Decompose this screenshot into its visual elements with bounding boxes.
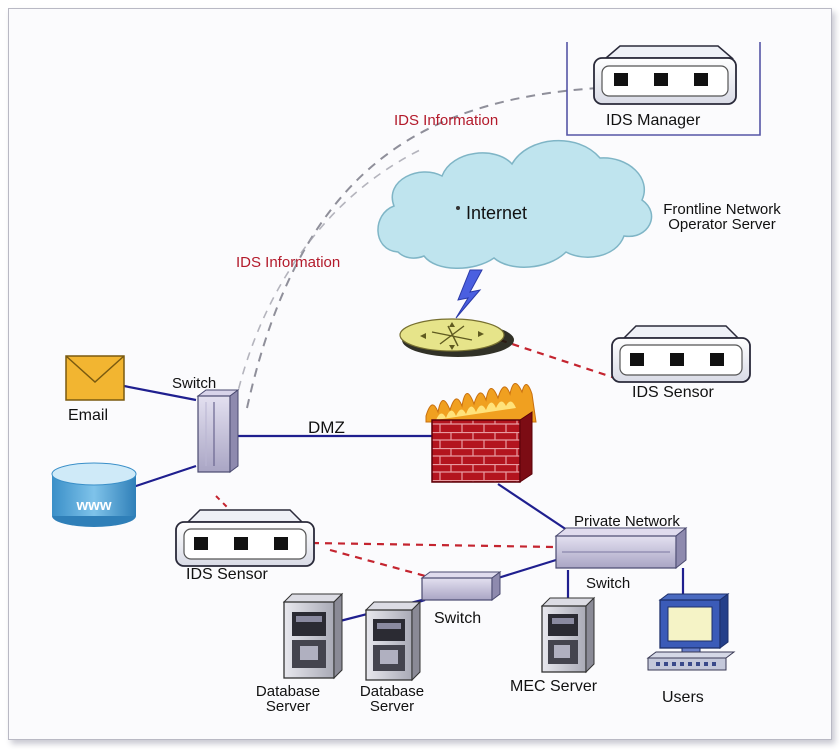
frontline-network-operator-server-label: Frontline Network Operator Server — [642, 202, 802, 232]
www-switch-link — [129, 464, 197, 490]
database-server-1-label-line2: Server — [265, 698, 311, 715]
ids-info-link-top — [246, 87, 599, 409]
ids-manager-label: IDS Manager — [606, 112, 701, 129]
database-server-2-label-line2: Server — [369, 698, 415, 715]
database-server-1-label: Database Server — [248, 684, 328, 714]
database-server-2-device — [364, 600, 422, 682]
switch-middle-label: Switch — [434, 610, 482, 627]
database-server-2-label: Database Server — [352, 684, 432, 714]
database-server-2-label-line1: Database — [359, 683, 425, 700]
ids-sensor-left-label: IDS Sensor — [186, 566, 268, 583]
private-network-switch-device — [554, 526, 688, 570]
router-device — [399, 318, 514, 357]
ids-sensor-switch-link — [329, 548, 441, 582]
ids-info-link-left — [231, 149, 421, 419]
switch-ids-link — [215, 495, 233, 513]
connection-lines — [123, 42, 761, 624]
dmz-label: DMZ — [308, 418, 345, 437]
switch-right-label: Switch — [586, 575, 631, 592]
switch-left-label: Switch — [172, 375, 217, 392]
users-label: Users — [662, 689, 704, 706]
www-label: www — [76, 497, 112, 514]
ids-sensor-right-device — [611, 325, 751, 383]
switch-middle-device — [420, 571, 502, 601]
ids-information-label-top: IDS Information — [394, 112, 499, 129]
frontline-label-line1: Frontline Network — [663, 201, 781, 218]
email-switch-link — [123, 384, 197, 402]
firewall-private-link — [497, 483, 571, 533]
manager-bracket — [566, 42, 761, 136]
frontline-label-line2: Operator Server — [668, 216, 776, 233]
switch-left-device — [196, 389, 240, 473]
mec-server-label: MEC Server — [510, 678, 598, 695]
database-server-1-label-line1: Database — [255, 683, 321, 700]
email-icon — [65, 355, 125, 401]
ids-sensor-right-label: IDS Sensor — [632, 384, 714, 401]
ids-sensor-private-link — [311, 541, 556, 549]
internet-cloud — [377, 139, 653, 269]
www-database-icon — [51, 462, 137, 527]
wireless-bolt — [455, 269, 483, 319]
users-workstation-device — [646, 593, 736, 671]
database-server-1-device — [282, 592, 344, 680]
ids-information-label-left: IDS Information — [236, 254, 341, 271]
ids-manager-device — [593, 45, 737, 105]
private-network-label: Private Network — [574, 513, 680, 530]
internet-label: Internet — [466, 203, 528, 223]
switch-private-link — [497, 558, 557, 580]
ids-sensor-left-device — [175, 509, 315, 567]
email-label: Email — [68, 407, 109, 424]
firewall-device — [425, 383, 537, 483]
ids-sensor-internet-link — [499, 338, 616, 380]
mec-server-device — [540, 596, 596, 674]
